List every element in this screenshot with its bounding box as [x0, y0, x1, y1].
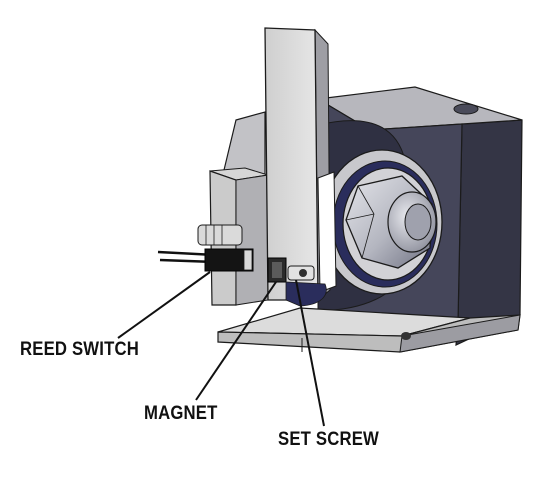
mount-screw — [197, 224, 243, 246]
reed-switch-leader — [117, 271, 211, 339]
shaft-end — [404, 203, 432, 241]
reed-switch-component — [157, 248, 254, 272]
set-screw-label: SET SCREW — [278, 429, 379, 450]
vertical-plate — [264, 27, 337, 302]
magnet-label: MAGNET — [144, 403, 218, 424]
top-bolt-hole — [453, 103, 479, 115]
nut-assembly — [321, 149, 443, 295]
set-screw-leader — [295, 279, 325, 427]
magnet-leader — [195, 281, 277, 401]
reed-switch-body — [204, 248, 254, 272]
base-plate-side — [399, 314, 521, 353]
plate-slot — [317, 171, 337, 293]
base-plate — [217, 307, 521, 353]
callout-lines — [117, 271, 325, 427]
switch-mount-block — [197, 167, 269, 306]
magnet-element — [272, 262, 282, 278]
base-bolt-hole — [401, 332, 411, 340]
housing-right-face — [455, 119, 523, 346]
reed-switch-label: REED SWITCH — [20, 339, 139, 360]
